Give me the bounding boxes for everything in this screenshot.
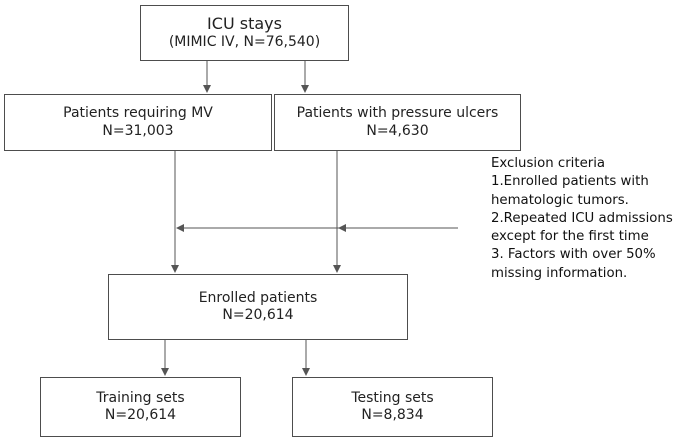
training-sets-box: Training sets N=20,614 bbox=[40, 377, 241, 437]
pressure-ulcer-title: Patients with pressure ulcers bbox=[296, 105, 499, 121]
testing-sets-title: Testing sets bbox=[351, 389, 434, 406]
pressure-ulcer-box: Patients with pressure ulcers N=4,630 bbox=[274, 94, 521, 151]
pressure-ulcer-count: N=4,630 bbox=[366, 122, 429, 139]
training-sets-title: Training sets bbox=[96, 389, 185, 406]
exclusion-line-1: 1.Enrolled patients with bbox=[491, 174, 649, 190]
exclusion-heading: Exclusion criteria bbox=[491, 156, 606, 171]
exclusion-criteria: Exclusion criteria 1.Enrolled patients w… bbox=[491, 155, 673, 283]
enrolled-patients-title: Enrolled patients bbox=[198, 289, 318, 306]
exclusion-line-6: missing information. bbox=[491, 265, 628, 281]
enrolled-patients-count: N=20,614 bbox=[222, 307, 294, 323]
exclusion-line-3: 2.Repeated ICU admissions bbox=[491, 210, 673, 226]
exclusion-line-5: 3. Factors with over 50% bbox=[491, 247, 656, 263]
mv-patients-title: Patients requiring MV bbox=[63, 105, 213, 121]
mv-patients-count: N=31,003 bbox=[102, 122, 174, 139]
mv-patients-box: Patients requiring MV N=31,003 bbox=[4, 94, 272, 151]
exclusion-line-4: except for the first time bbox=[491, 229, 649, 245]
icu-stays-subtitle: (MIMIC IV, N=76,540) bbox=[168, 34, 321, 51]
icu-stays-box: ICU stays (MIMIC IV, N=76,540) bbox=[140, 5, 349, 61]
testing-sets-box: Testing sets N=8,834 bbox=[292, 377, 493, 437]
exclusion-line-2: hematologic tumors. bbox=[491, 192, 629, 208]
icu-stays-title: ICU stays bbox=[207, 14, 282, 34]
enrolled-patients-box: Enrolled patients N=20,614 bbox=[108, 274, 408, 340]
testing-sets-count: N=8,834 bbox=[361, 407, 424, 423]
training-sets-count: N=20,614 bbox=[104, 407, 177, 423]
